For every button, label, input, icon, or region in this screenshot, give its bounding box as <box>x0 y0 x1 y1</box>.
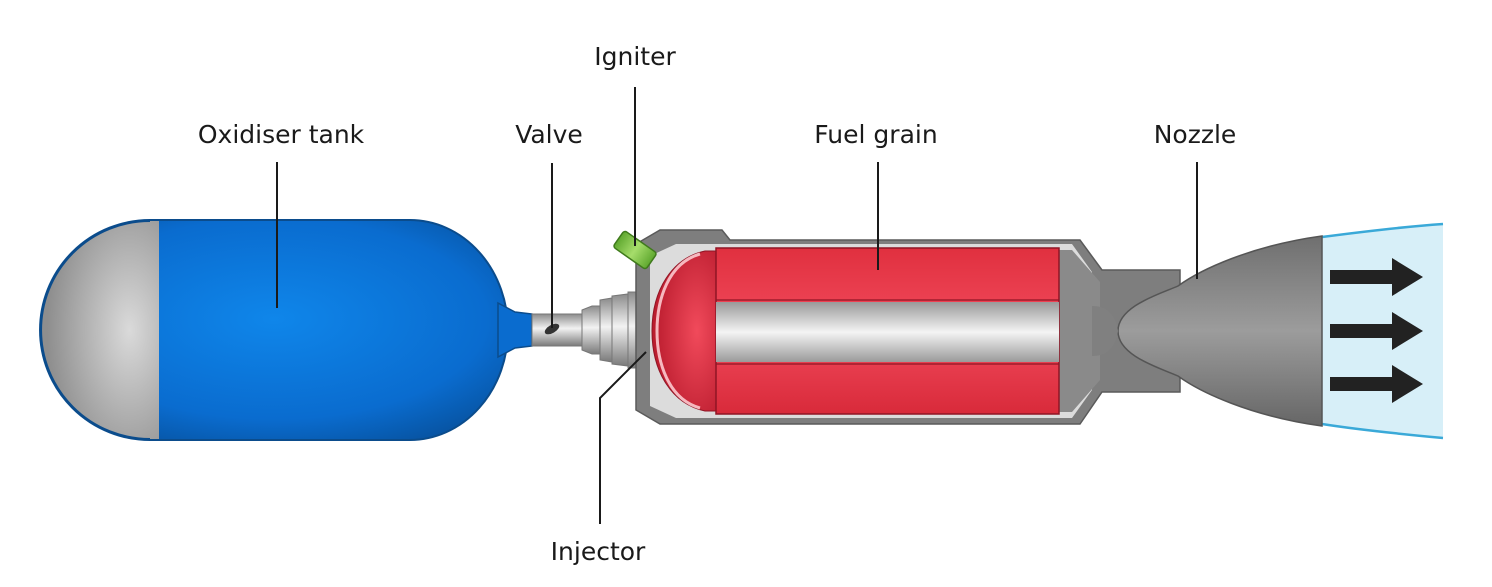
label-nozzle: Nozzle <box>1154 120 1237 149</box>
labels: Oxidiser tank Valve Igniter Fuel grain N… <box>198 42 1236 566</box>
combustion-port <box>716 302 1059 362</box>
igniter <box>613 230 657 270</box>
label-oxidiser-tank: Oxidiser tank <box>198 120 365 149</box>
nozzle <box>1092 235 1323 427</box>
leader-lines <box>276 87 1198 524</box>
arrow-right-icon <box>1330 258 1423 296</box>
tank-neck <box>497 301 533 359</box>
combustion-chamber <box>635 229 1181 425</box>
tank-end-cap <box>41 221 160 439</box>
arrow-right-icon <box>1330 365 1423 403</box>
label-valve: Valve <box>515 120 583 149</box>
label-fuel-grain: Fuel grain <box>814 120 937 149</box>
exhaust-arrows <box>1330 258 1423 403</box>
valve <box>531 297 613 363</box>
label-injector: Injector <box>551 537 646 566</box>
oxidiser-tank <box>39 219 533 441</box>
label-igniter: Igniter <box>594 42 676 71</box>
leader-injector <box>599 351 647 524</box>
arrow-right-icon <box>1330 312 1423 350</box>
